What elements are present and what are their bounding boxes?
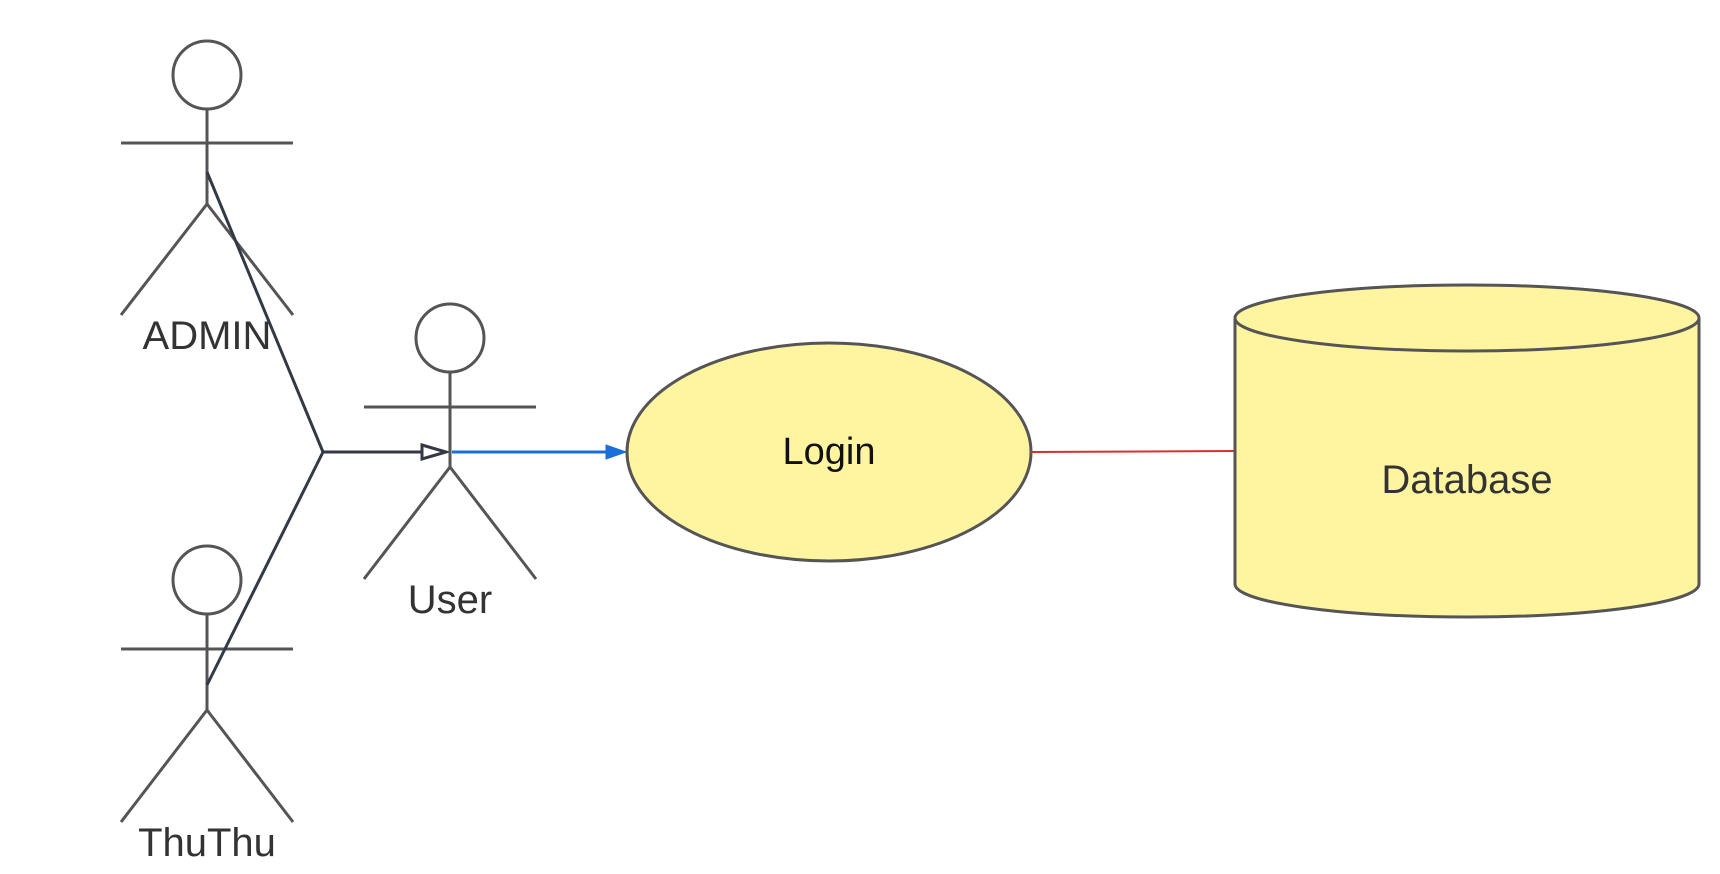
- actor-admin-left-leg: [119, 203, 209, 316]
- actor-user[interactable]: User: [362, 302, 538, 622]
- actor-admin[interactable]: ADMIN: [119, 39, 295, 358]
- database-label: Database: [1381, 458, 1552, 502]
- database-cylinder-body: [1233, 318, 1701, 619]
- use-case-login-label: Login: [783, 431, 876, 473]
- actor-admin-head: [171, 39, 243, 111]
- actor-thuthu-right-leg: [205, 709, 295, 823]
- link-login-database[interactable]: [1030, 450, 1235, 453]
- actor-user-left-leg: [362, 466, 452, 580]
- actor-admin-right-leg: [205, 203, 295, 316]
- actor-user-label: User: [408, 578, 492, 622]
- association-arrowhead-icon: [605, 444, 628, 460]
- generalization-arrowhead-icon: [420, 443, 452, 461]
- actor-thuthu-head: [171, 544, 243, 616]
- generalization-connector[interactable]: [205, 171, 452, 686]
- association-user-login[interactable]: [452, 444, 628, 460]
- use-case-login[interactable]: Login: [625, 341, 1033, 563]
- actor-admin-label: ADMIN: [143, 314, 272, 358]
- database-cylinder-top: [1233, 283, 1701, 353]
- actor-thuthu-label: ThuThu: [138, 821, 276, 865]
- datastore-database[interactable]: Database: [1233, 283, 1701, 619]
- actor-thuthu[interactable]: ThuThu: [119, 544, 295, 865]
- actor-user-head: [414, 302, 486, 374]
- generalization-line-thuthu: [205, 451, 325, 686]
- generalization-line-admin: [205, 171, 325, 453]
- actor-user-right-leg: [448, 466, 538, 580]
- actor-thuthu-left-leg: [119, 709, 209, 823]
